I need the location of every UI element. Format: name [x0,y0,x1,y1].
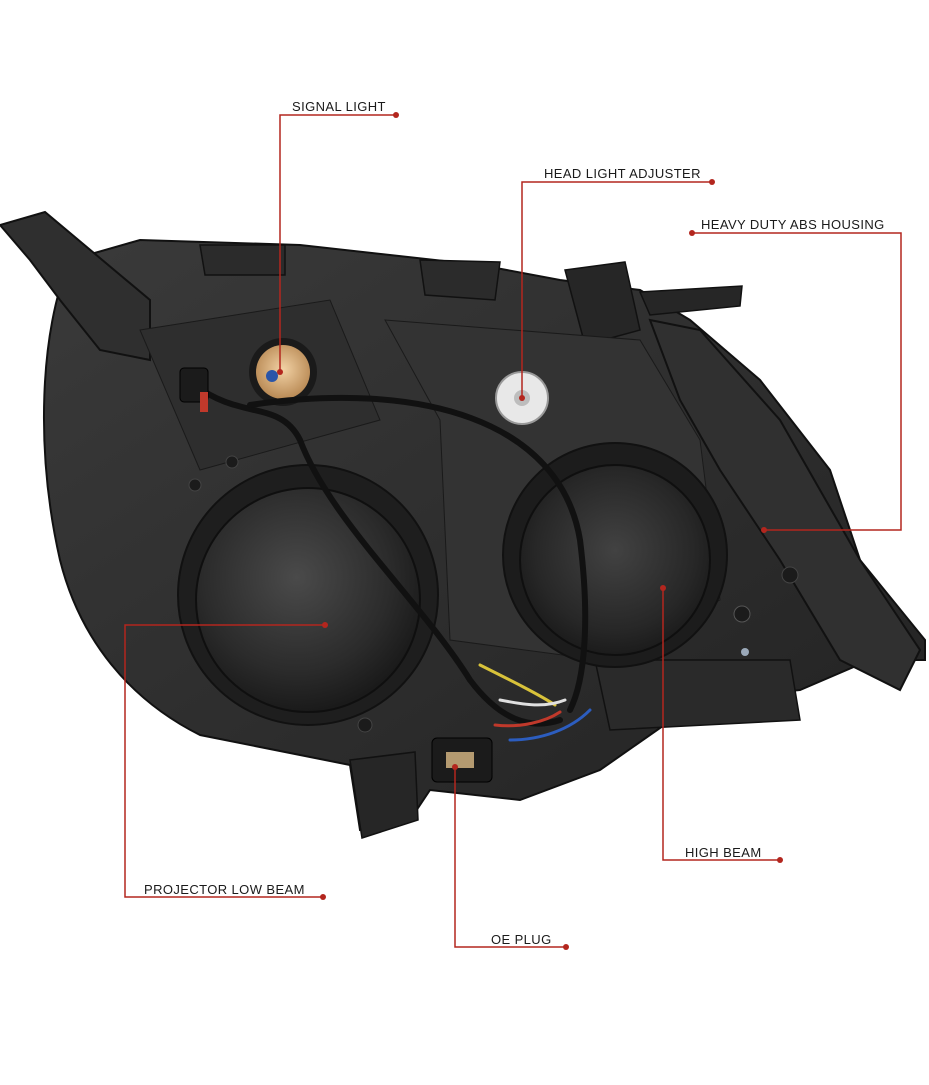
label-projector-low-beam: PROJECTOR LOW BEAM [144,882,305,897]
leader-lines [124,114,902,948]
leader-projector-low-beam [124,624,325,898]
label-head-light-adjuster: HEAD LIGHT ADJUSTER [544,166,701,181]
leader-high-beam [662,588,780,861]
leader-signal-light [279,114,396,372]
projector-low-beam-cover [177,464,439,726]
label-heavy-duty-abs-housing: HEAVY DUTY ABS HOUSING [701,217,885,232]
signal-connector-wire [200,392,208,412]
leader-abs-housing [692,232,902,531]
leader-head-light-adjuster [521,181,712,398]
label-oe-plug: OE PLUG [491,932,552,947]
wiring-harness [192,382,592,742]
oe-plug-pins [446,752,474,768]
label-signal-light: SIGNAL LIGHT [292,99,386,114]
leader-oe-plug [454,767,566,948]
high-beam-cover [502,442,728,668]
leader-dots [277,112,783,950]
label-high-beam: HIGH BEAM [685,845,762,860]
